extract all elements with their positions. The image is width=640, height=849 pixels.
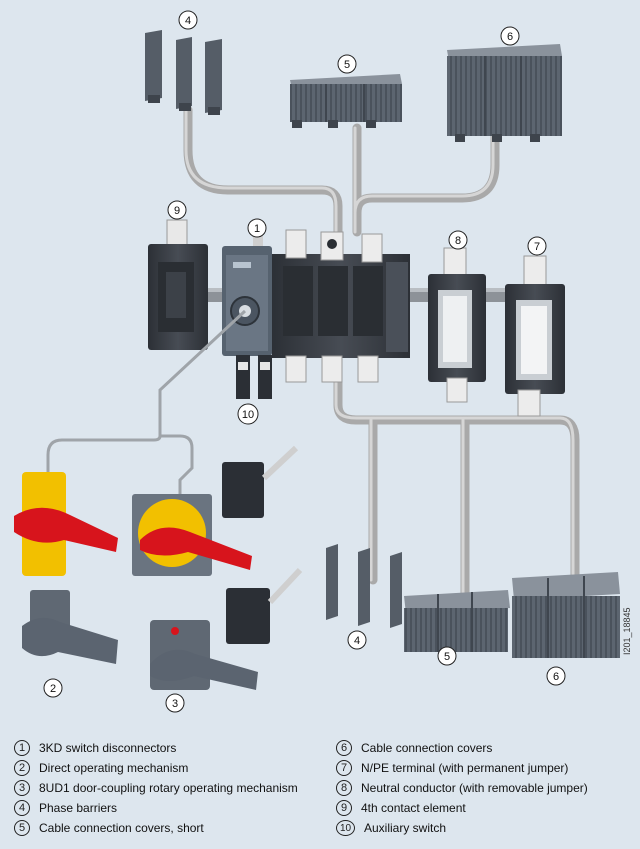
legend: 1 3KD switch disconnectors 2 Direct oper… [0, 728, 640, 849]
callout-9: 9 [167, 200, 187, 220]
legend-number: 9 [336, 800, 352, 816]
legend-label: 4th contact element [361, 801, 466, 815]
svg-text:1: 1 [254, 223, 260, 235]
legend-item-7: 7 N/PE terminal (with permanent jumper) [336, 758, 568, 778]
legend-label: Neutral conductor (with removable jumper… [361, 781, 588, 795]
legend-item-9: 9 4th contact element [336, 798, 466, 818]
coupling-shaft [46, 309, 247, 500]
svg-text:7: 7 [534, 241, 540, 253]
callout-7: 7 [527, 236, 547, 256]
cable-covers-top [447, 44, 562, 142]
switch-disconnector-3kd [222, 235, 272, 399]
cable-covers-bottom [512, 572, 620, 658]
legend-number: 2 [14, 760, 30, 776]
callout-6-top: 6 [500, 26, 520, 46]
cable-covers-short-bottom [404, 590, 510, 652]
legend-item-6: 6 Cable connection covers [336, 738, 492, 758]
svg-text:3: 3 [172, 698, 178, 710]
legend-label: N/PE terminal (with permanent jumper) [361, 761, 569, 775]
phase-barriers-bottom [326, 544, 402, 628]
legend-label: 8UD1 door-coupling rotary operating mech… [39, 781, 298, 795]
svg-text:9: 9 [174, 205, 180, 217]
callout-4-top: 4 [178, 10, 198, 30]
legend-number: 10 [336, 820, 355, 836]
cable-covers-short-top [290, 74, 402, 128]
svg-text:6: 6 [553, 671, 559, 683]
svg-text:6: 6 [507, 31, 513, 43]
legend-number: 6 [336, 740, 352, 756]
legend-item-2: 2 Direct operating mechanism [14, 758, 188, 778]
svg-text:5: 5 [344, 59, 350, 71]
callout-1: 1 [247, 218, 267, 238]
legend-item-3: 3 8UD1 door-coupling rotary operating me… [14, 778, 298, 798]
svg-text:4: 4 [185, 15, 191, 27]
legend-number: 3 [14, 780, 30, 796]
legend-number: 4 [14, 800, 30, 816]
legend-item-1: 1 3KD switch disconnectors [14, 738, 176, 758]
neutral-conductor [428, 247, 486, 403]
door-coupling-rotary-mechanism [132, 445, 303, 690]
callout-8: 8 [448, 230, 468, 250]
callout-4-bottom: 4 [347, 630, 367, 650]
legend-label: Cable connection covers [361, 741, 493, 755]
legend-item-4: 4 Phase barriers [14, 798, 117, 818]
fourth-contact-element [148, 219, 208, 350]
direct-operating-mechanism [14, 472, 118, 664]
callout-2: 2 [43, 678, 63, 698]
reference-code: I201_18845 [622, 607, 632, 655]
callout-10: 10 [237, 403, 259, 425]
svg-text:8: 8 [455, 235, 461, 247]
legend-label: Phase barriers [39, 801, 118, 815]
svg-text:10: 10 [242, 409, 254, 421]
legend-item-5: 5 Cable connection covers, short [14, 818, 204, 838]
svg-text:2: 2 [50, 683, 56, 695]
upper-rail-highlight [184, 108, 575, 597]
legend-label: Direct operating mechanism [39, 761, 189, 775]
callout-5-top: 5 [337, 54, 357, 74]
npe-terminal [505, 255, 565, 417]
svg-text:5: 5 [444, 651, 450, 663]
switch-poles [272, 229, 410, 383]
callout-6-bottom: 6 [546, 666, 566, 686]
phase-barriers-top [145, 30, 222, 115]
legend-number: 8 [336, 780, 352, 796]
legend-number: 1 [14, 740, 30, 756]
legend-item-8: 8 Neutral conductor (with removable jump… [336, 778, 588, 798]
callout-5-bottom: 5 [437, 646, 457, 666]
callout-3: 3 [165, 693, 185, 713]
legend-label: Auxiliary switch [364, 821, 447, 835]
legend-label: Cable connection covers, short [39, 821, 204, 835]
legend-item-10: 10 Auxiliary switch [336, 818, 446, 838]
legend-label: 3KD switch disconnectors [39, 741, 177, 755]
exploded-assembly-diagram: 4 5 6 9 1 8 7 10 2 3 4 5 [14, 10, 632, 713]
svg-text:4: 4 [354, 635, 360, 647]
legend-number: 5 [14, 820, 30, 836]
legend-number: 7 [336, 760, 352, 776]
